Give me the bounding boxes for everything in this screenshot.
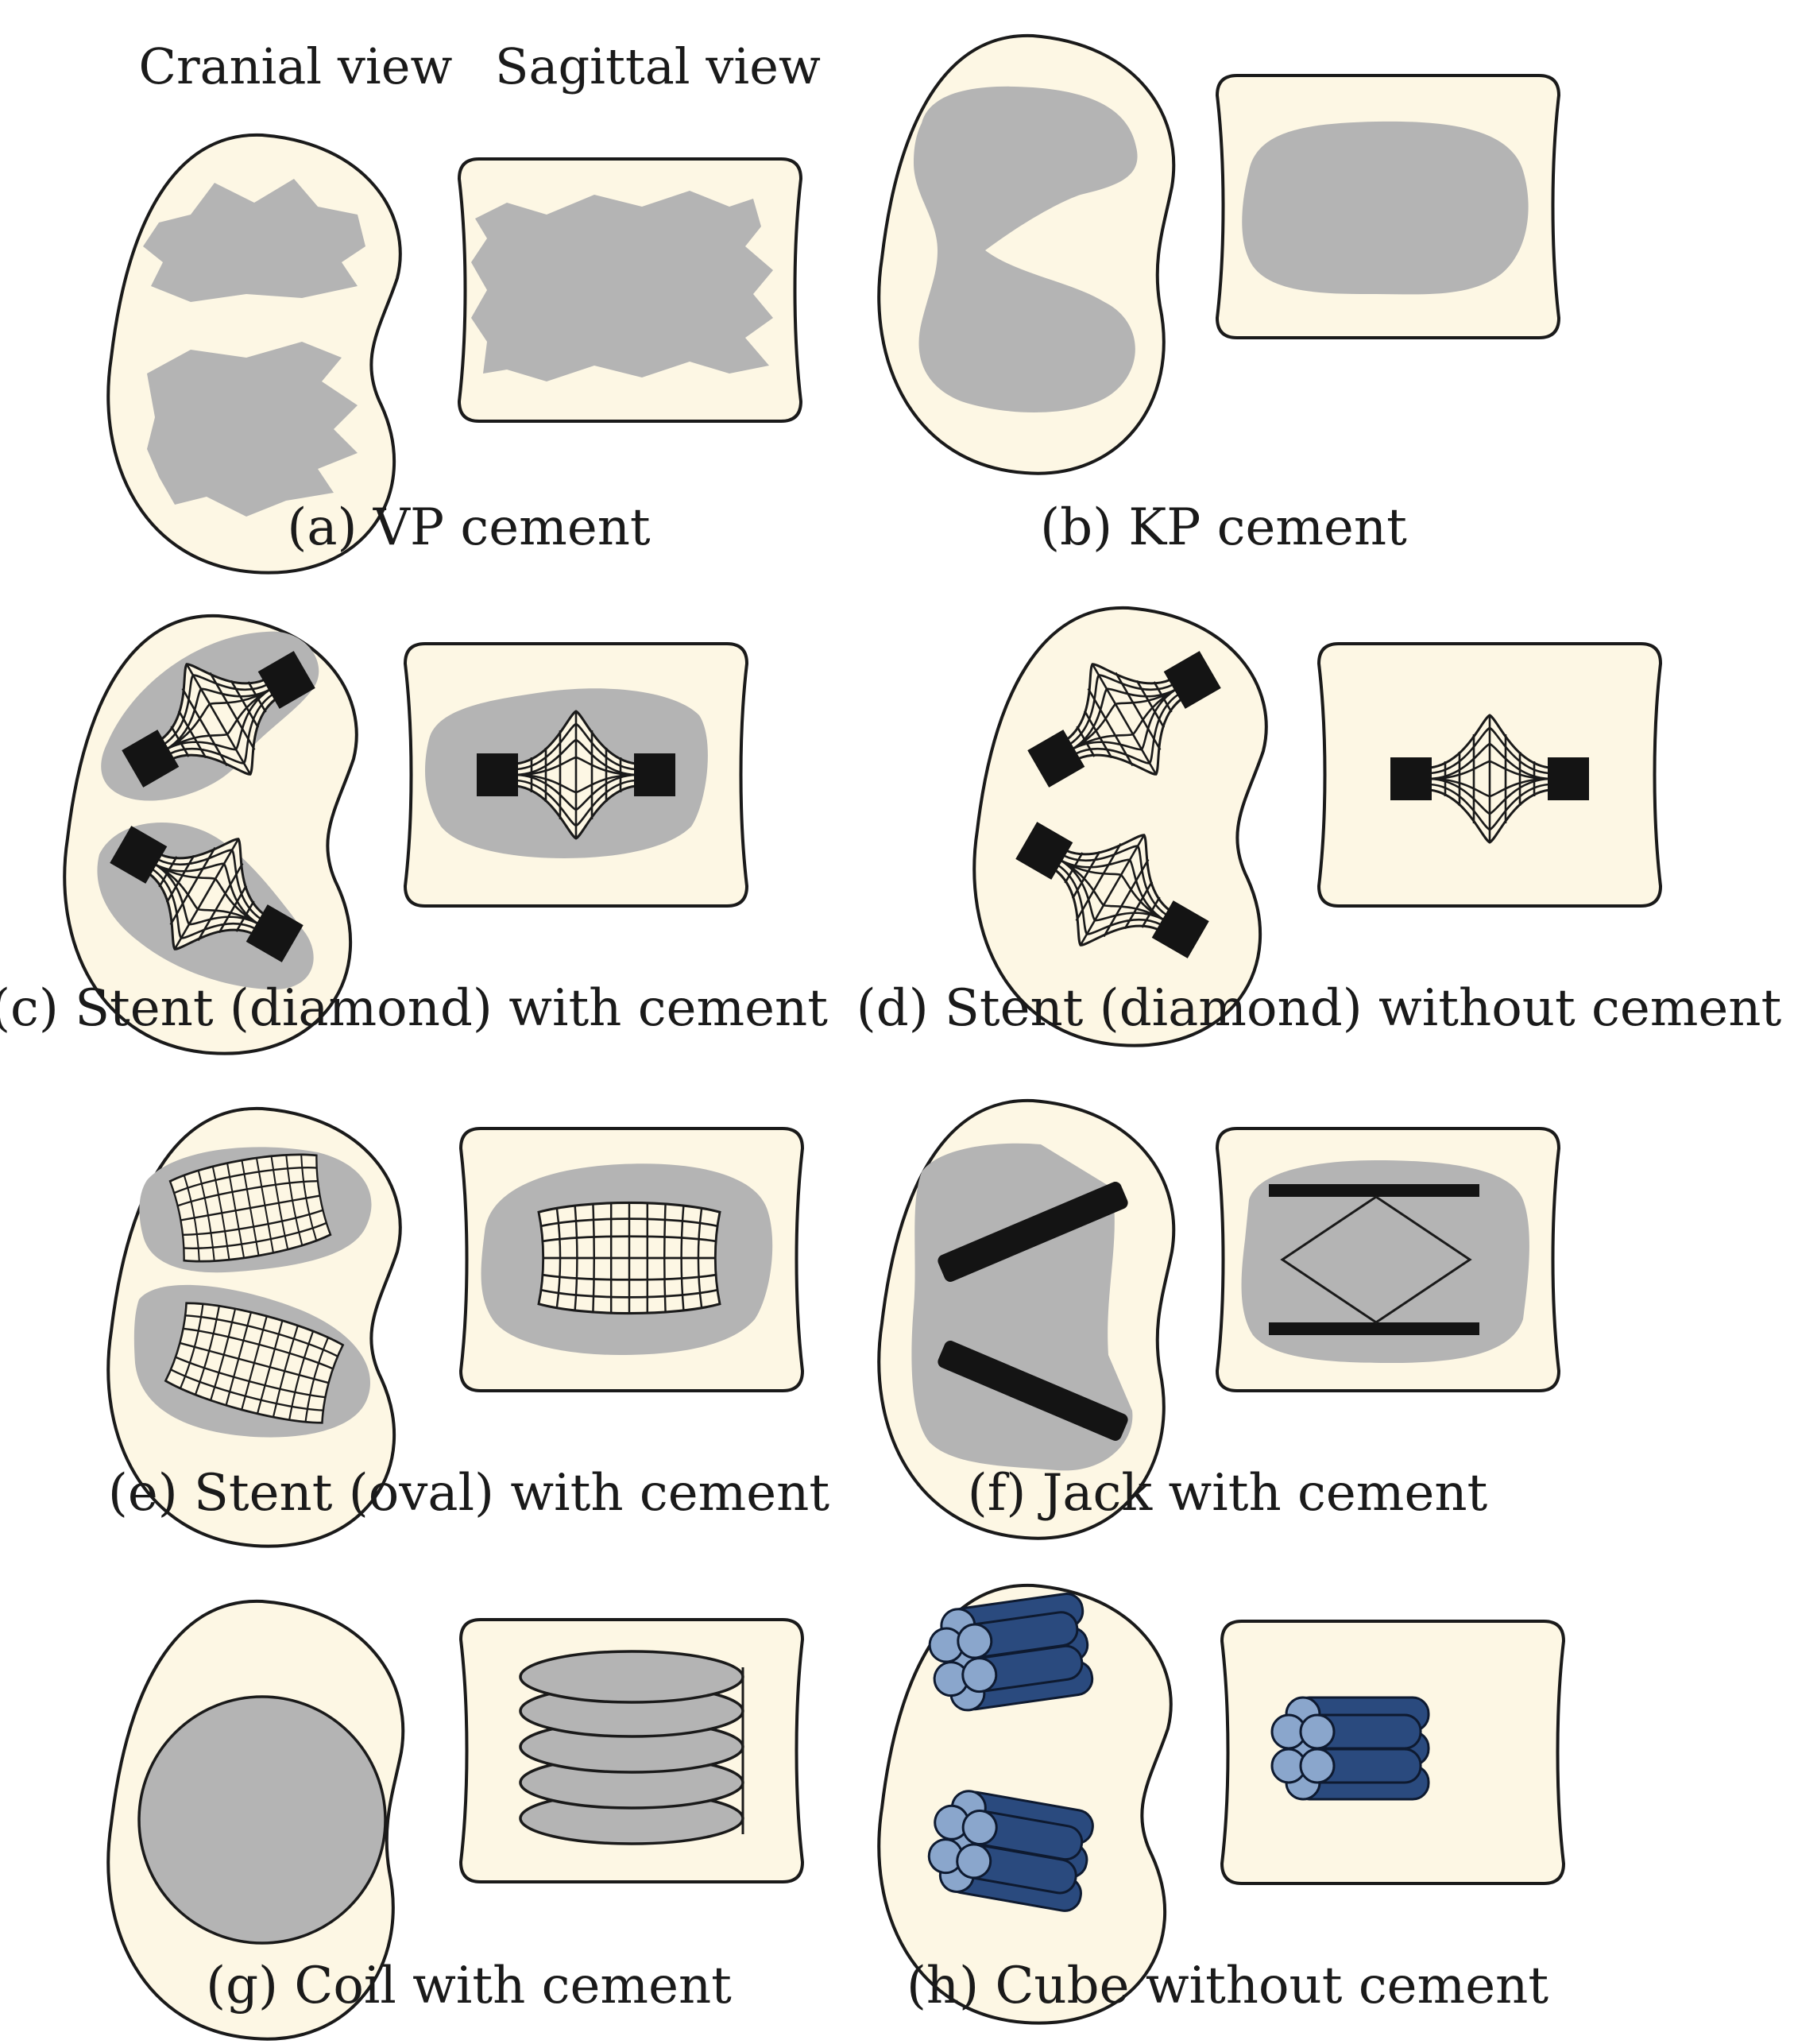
panel-b: (b) KP cement: [877, 33, 1560, 557]
panel-g-cranial: [106, 1599, 405, 2041]
panel-b-cranial: [877, 33, 1176, 475]
panel-f-sagittal: [1216, 1127, 1560, 1392]
panel-c-sagittal: [404, 642, 748, 908]
panel-f: (f) Jack with cement: [877, 1098, 1560, 1540]
cube-upper: [923, 1590, 1096, 1716]
panel-f-cranial: [877, 1098, 1176, 1540]
panel-a-cranial: [106, 133, 402, 575]
panel-a-sagittal: [458, 157, 802, 423]
panel-d-sagittal: [1317, 642, 1662, 908]
panel-b-sagittal: [1216, 74, 1560, 339]
panel-e: (e) Stent (oval) with cement: [106, 1106, 830, 1548]
jack-plate-upper: [938, 1182, 1128, 1282]
caption-g: (g) Coil with cement: [206, 1957, 732, 2015]
jack-plate-lower: [938, 1341, 1128, 1441]
caption-c: (c) Stent (diamond) with cement: [0, 979, 828, 1038]
caption-e: (e) Stent (oval) with cement: [108, 1464, 830, 1523]
panel-h: (h) Cube without cement: [877, 1583, 1565, 2025]
caption-h: (h) Cube without cement: [907, 1957, 1548, 2015]
panel-g: (g) Coil with cement: [106, 1599, 804, 2041]
cube-side: [1270, 1696, 1430, 1801]
panel-a: (a) VP cement: [106, 133, 802, 575]
coil-spring: [519, 1650, 744, 1845]
coil-cross-section: [137, 1695, 387, 1945]
panel-h-sagittal: [1220, 1620, 1565, 1885]
panel-e-sagittal: [459, 1127, 804, 1392]
panel-c-cranial: [63, 613, 358, 1055]
caption-f: (f) Jack with cement: [968, 1464, 1488, 1523]
caption-b: (b) KP cement: [1040, 498, 1407, 557]
panel-c: (c) Stent (diamond) with cement: [0, 613, 828, 1055]
caption-d: (d) Stent (diamond) without cement: [856, 979, 1782, 1038]
panel-e-cranial: [106, 1106, 402, 1548]
sagittal-view-header: Sagittal view: [495, 37, 821, 95]
cranial-view-header: Cranial view: [139, 37, 453, 95]
panel-g-sagittal: [459, 1618, 804, 1883]
panel-d: (d) Stent (diamond) without cement: [856, 606, 1782, 1047]
caption-a: (a) VP cement: [287, 498, 651, 557]
